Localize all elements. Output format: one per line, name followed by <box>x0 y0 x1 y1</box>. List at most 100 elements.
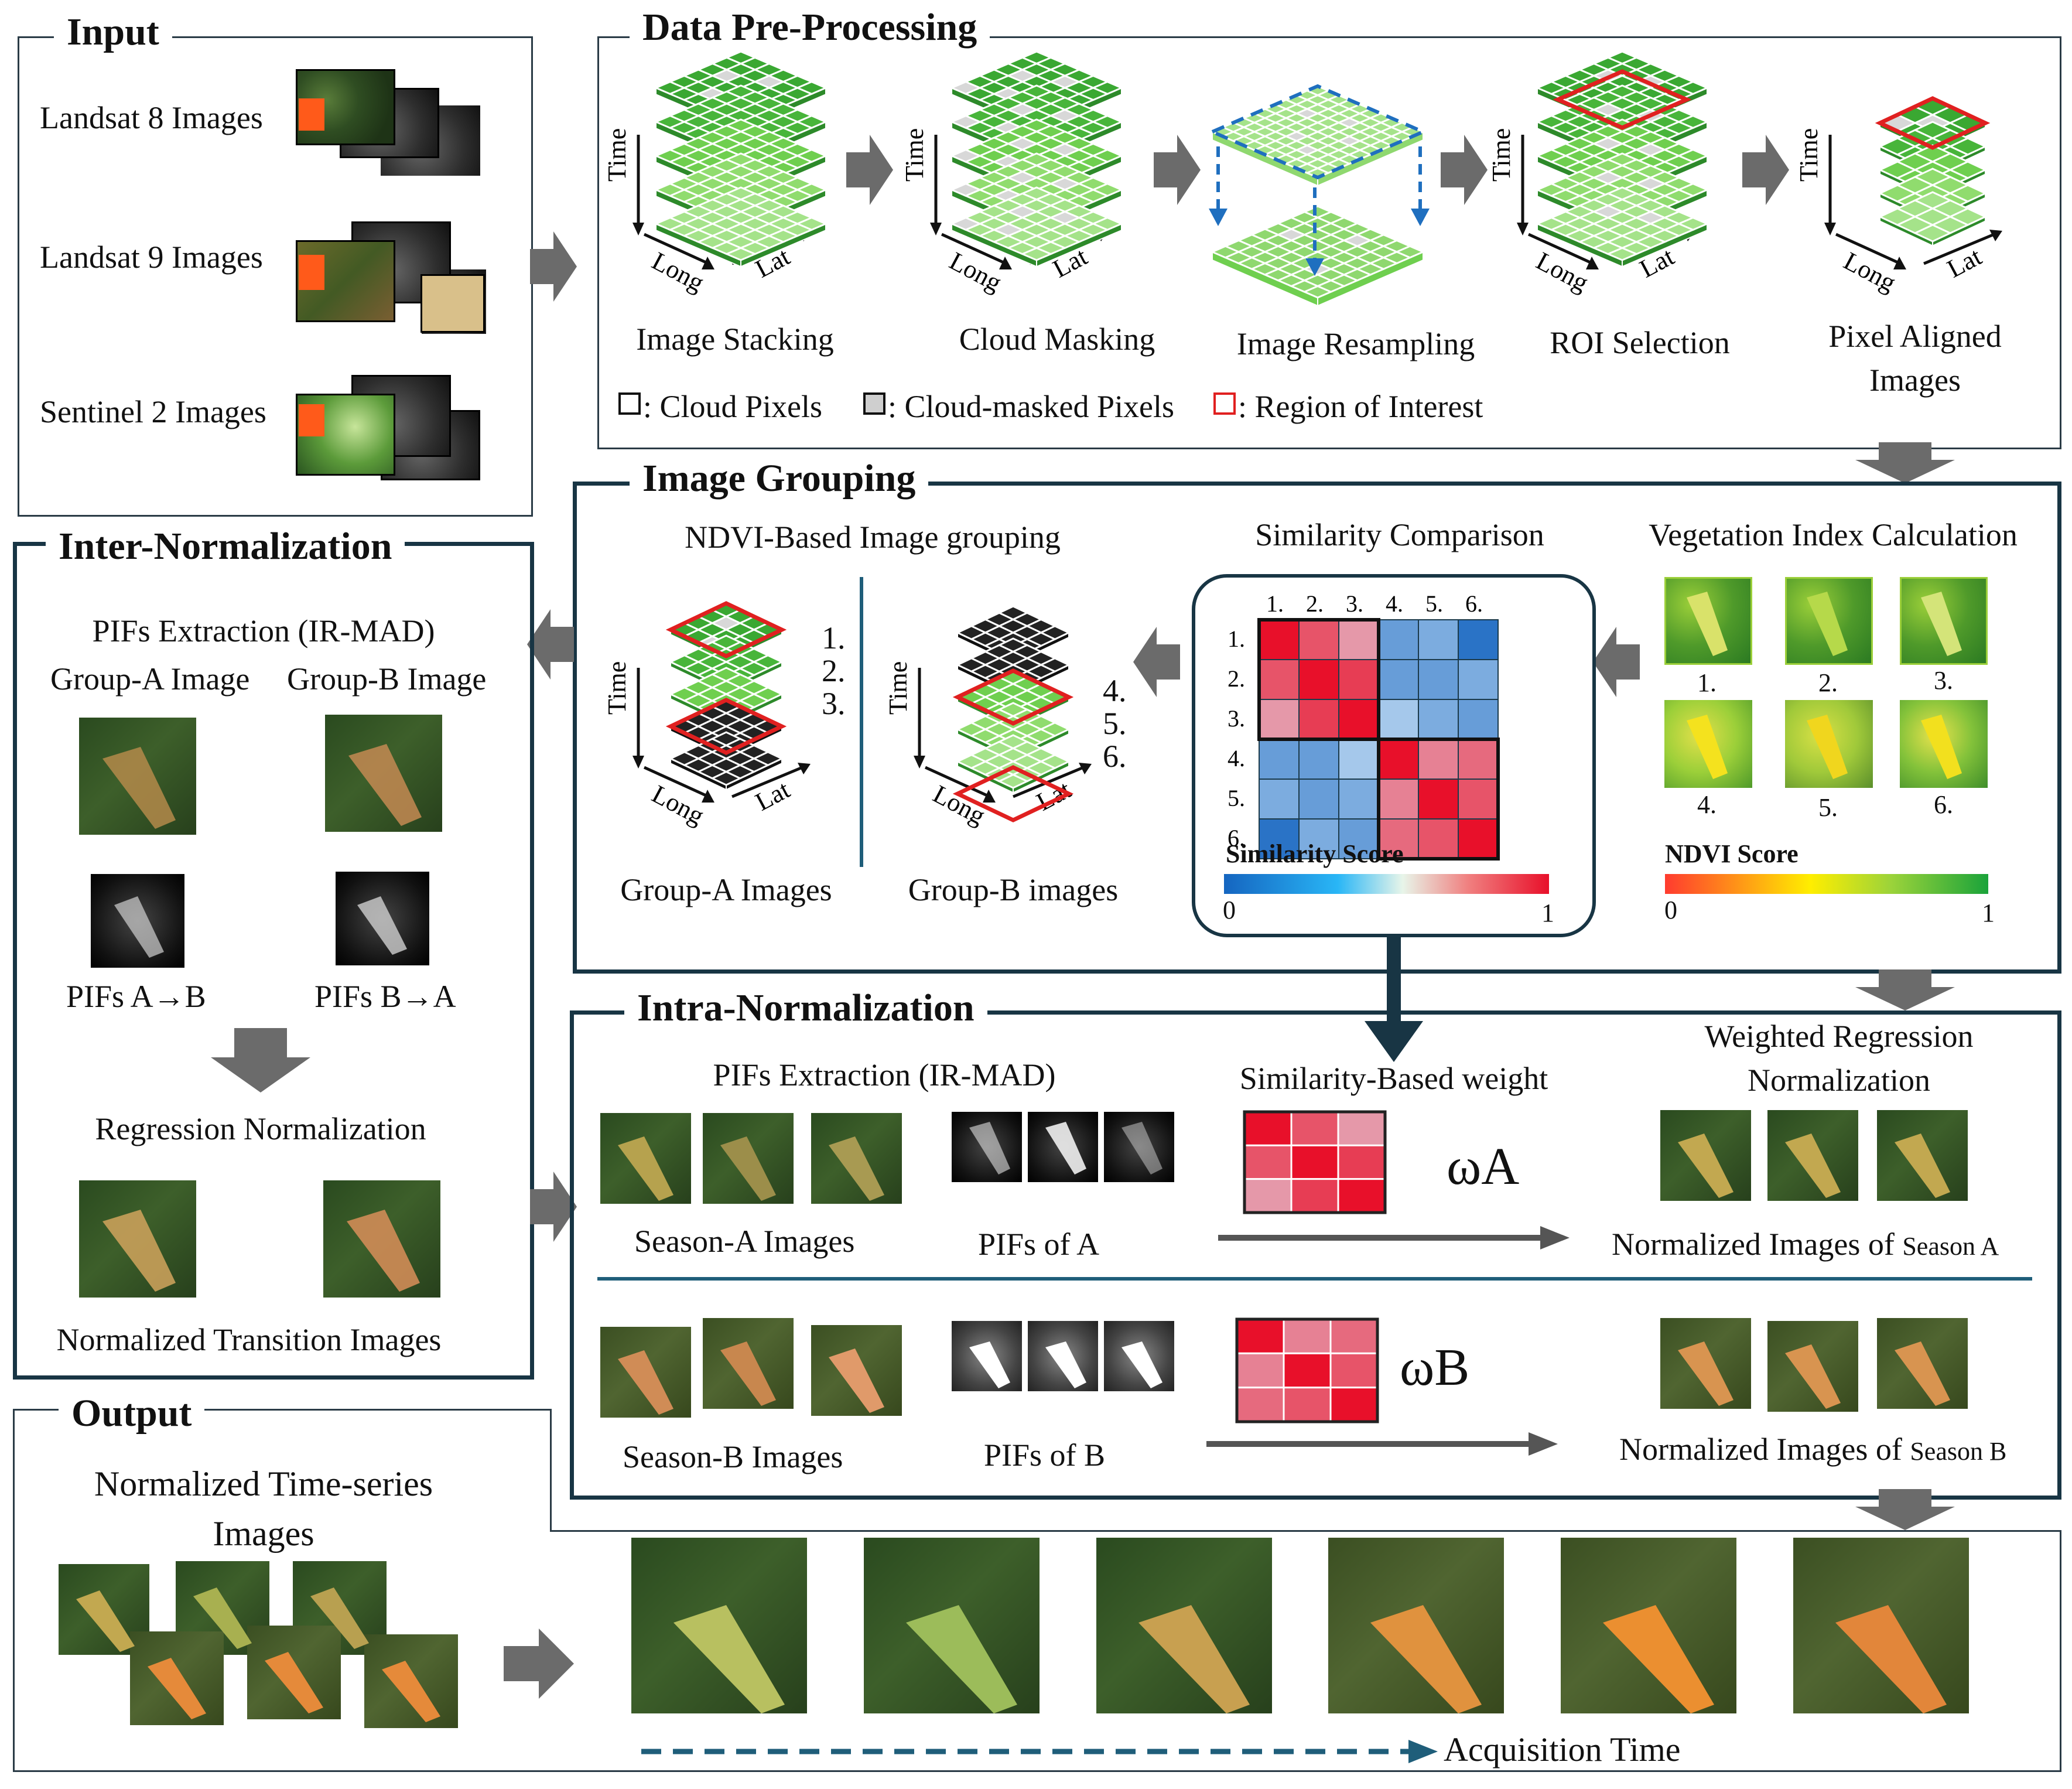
arrow-grouping-to-intra <box>1855 969 1955 1010</box>
axis-time-label: Time <box>900 128 929 182</box>
arrow-intra-to-output <box>1855 1489 1955 1530</box>
mask-layer <box>949 186 1124 268</box>
roi-layer <box>1535 186 1709 268</box>
step-roi-selection: ROI Selection <box>1550 325 1730 360</box>
arrow-output <box>504 1628 574 1699</box>
similarity-score-label: Similarity Score <box>1226 839 1404 868</box>
sentinel2-roi-box <box>299 404 324 436</box>
legend-roi-swatch <box>1213 392 1236 415</box>
inter-group-a-image: Group-A Image <box>50 661 250 697</box>
similarity-col-label: 6. <box>1465 590 1483 617</box>
group-a-idx-1: 1. <box>822 620 846 655</box>
grouping-panel <box>573 482 2061 974</box>
similarity-cell <box>1259 659 1300 700</box>
similarity-col-label: 1. <box>1266 590 1284 617</box>
similarity-colorbar <box>1224 874 1549 894</box>
similarity-row-label: 4. <box>1228 745 1245 771</box>
arrow-stack-to-mask <box>846 135 893 205</box>
similarity-row-label: 2. <box>1228 665 1245 692</box>
norm-a-label-prefix: Normalized Images of <box>1612 1227 1903 1262</box>
step-cloud-masking: Cloud Masking <box>959 322 1155 357</box>
landsat8-label: Landsat 8 Images <box>40 100 263 135</box>
stack-layer <box>654 50 828 132</box>
group-b-idx-4: 4. <box>1103 673 1127 708</box>
weight-cell <box>1290 1178 1339 1214</box>
group-b-top-box <box>952 668 1074 726</box>
similarity-col-label: 3. <box>1346 590 1363 617</box>
omega-b: ωB <box>1400 1339 1470 1397</box>
inter-regression: Regression Normalization <box>95 1111 426 1146</box>
similarity-cell <box>1458 659 1499 700</box>
output-caption: Normalized Time-series <box>94 1464 433 1503</box>
arrow-weight-b <box>1206 1432 1558 1456</box>
group-b-idx-5: 5. <box>1103 706 1127 741</box>
stack-layer <box>654 186 828 268</box>
arrow-weight-a <box>1218 1226 1570 1249</box>
step-pixel-aligned-line2: Images <box>1869 363 1961 398</box>
similarity-cell <box>1418 818 1459 859</box>
arrow-input-to-preprocessing <box>530 231 577 302</box>
norm-b-label-suffix: Season B <box>1910 1437 2007 1466</box>
arrow-pre-to-grouping <box>1855 442 1955 483</box>
inter-pifs-ba: PIFs B→A <box>314 979 456 1014</box>
season-a-label: Season-A Images <box>634 1224 855 1259</box>
omega-a: ωA <box>1447 1138 1520 1196</box>
intra-panel <box>570 1010 2061 1500</box>
output-panel-right <box>552 1530 2061 1772</box>
inter-title: Inter-Normalization <box>46 527 405 566</box>
pifs-a-label: PIFs of A <box>978 1227 1100 1262</box>
intra-sim-weight: Similarity-Based weight <box>1239 1061 1548 1096</box>
ndvi-idx-3: 3. <box>1934 666 1953 695</box>
legend-cloud-swatch <box>618 392 641 415</box>
resample-down-arrow-head <box>1209 209 1228 226</box>
sentinel2-label: Sentinel 2 Images <box>40 394 266 429</box>
similarity-cell <box>1259 619 1300 660</box>
norm-a-label: Normalized Images of Season A <box>1612 1227 1999 1262</box>
similarity-cell <box>1338 659 1379 700</box>
axis-time-label: Time <box>1794 128 1823 182</box>
norm-b-label: Normalized Images of Season B <box>1619 1432 2006 1467</box>
legend-roi-label: : Region of Interest <box>1238 389 1483 424</box>
inter-group-b-image: Group-B Image <box>287 661 487 697</box>
arrow-resample-to-roi <box>1441 135 1488 205</box>
legend-cloud-label: : Cloud Pixels <box>643 389 823 424</box>
acquisition-arrow <box>641 1740 1438 1763</box>
group-a-idx-3: 3. <box>822 686 846 721</box>
weight-cell <box>1337 1178 1386 1214</box>
group-b-label: Group-B images <box>908 872 1119 907</box>
axis-time-label: Time <box>1487 128 1516 182</box>
weight-border <box>1235 1317 1379 1423</box>
aligned-red-box <box>1875 96 1991 150</box>
similarity-block-b <box>1377 738 1500 861</box>
similarity-max: 1 <box>1541 899 1554 927</box>
similarity-cell <box>1458 619 1499 660</box>
similarity-cell <box>1298 699 1339 740</box>
axis-time-label: Time <box>603 661 631 715</box>
similarity-row-label: 3. <box>1228 705 1245 732</box>
similarity-cell <box>1458 699 1499 740</box>
inter-transition: Normalized Transition Images <box>56 1322 442 1357</box>
similarity-row-label: 5. <box>1228 785 1245 811</box>
intra-weighted-reg: Weighted Regression <box>1704 1019 1974 1054</box>
step-pixel-aligned: Pixel Aligned <box>1828 319 2002 354</box>
ndvi-colorbar <box>1665 874 1988 894</box>
similarity-row-label: 1. <box>1228 626 1245 652</box>
group-b-idx-6: 6. <box>1103 739 1127 774</box>
similarity-row-label: 6. <box>1228 825 1245 851</box>
similarity-block-a <box>1257 618 1380 741</box>
norm-a-label-suffix: Season A <box>1902 1232 1999 1261</box>
axis-time-label: Time <box>603 128 631 182</box>
output-caption-2: Images <box>213 1514 314 1553</box>
arrow-inter-to-intra <box>530 1172 577 1242</box>
similarity-comparison-label: Similarity Comparison <box>1255 517 1544 552</box>
similarity-cell <box>1338 779 1379 820</box>
legend-masked-label: : Cloud-masked Pixels <box>888 389 1174 424</box>
acquisition-label: Acquisition Time <box>1444 1730 1681 1768</box>
inter-pifs-ab: PIFs A→B <box>66 979 206 1014</box>
group-a-top-box <box>665 601 787 658</box>
